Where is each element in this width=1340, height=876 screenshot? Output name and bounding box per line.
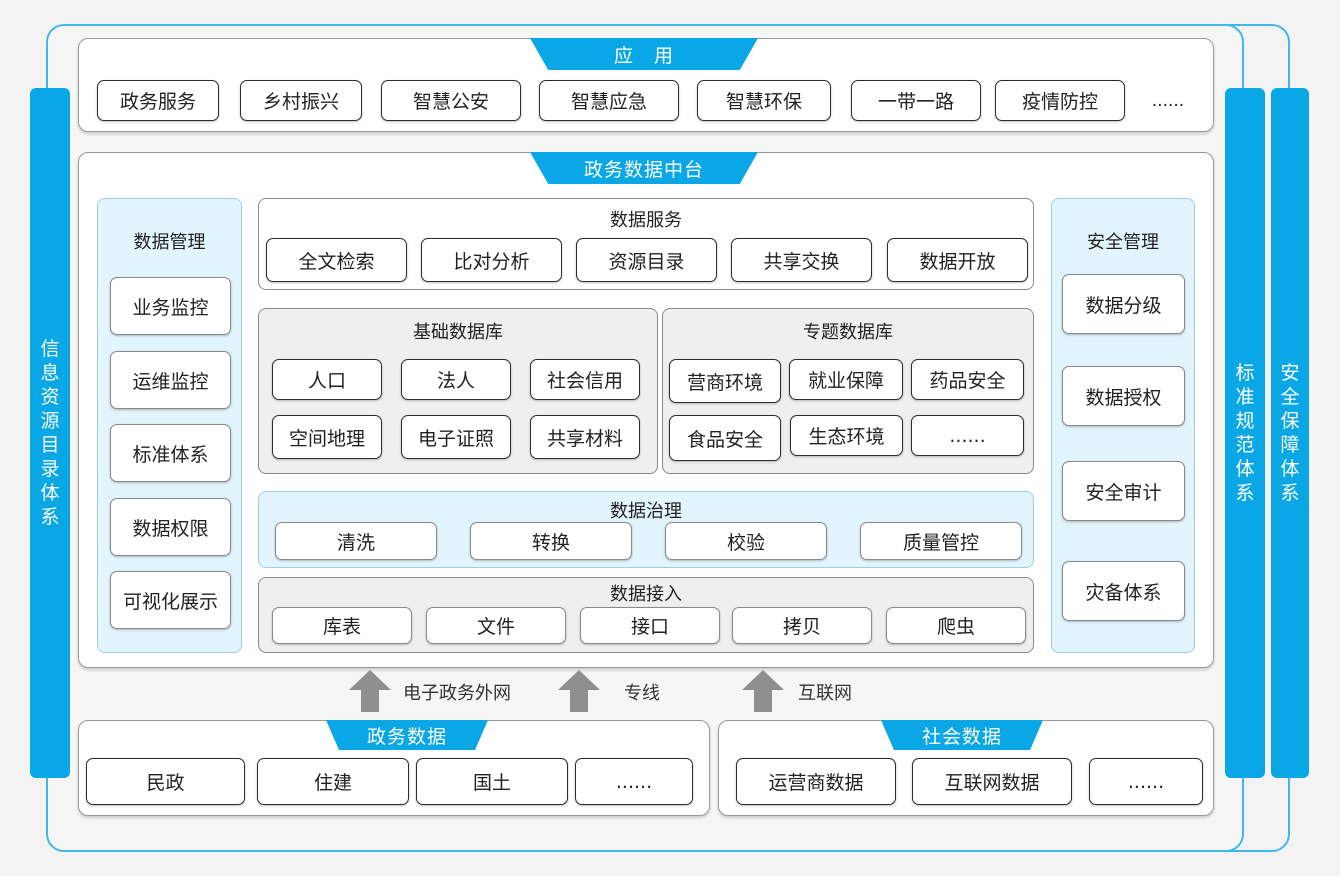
social-data-item[interactable]: 互联网数据 bbox=[912, 758, 1072, 805]
data-mgmt-item[interactable]: 运维监控 bbox=[110, 351, 231, 409]
left-bar-label: 信息资源目录体系 bbox=[40, 338, 60, 528]
data-mgmt-item[interactable]: 数据权限 bbox=[110, 498, 231, 556]
ingest-item[interactable]: 文件 bbox=[426, 607, 566, 644]
platform-title: 政务数据中台 bbox=[583, 158, 704, 181]
governance-item[interactable]: 转换 bbox=[470, 522, 632, 560]
ingest-item[interactable]: 库表 bbox=[272, 607, 412, 644]
security-item[interactable]: 安全审计 bbox=[1062, 461, 1185, 521]
app-item[interactable]: 智慧公安 bbox=[381, 80, 521, 121]
data-service-item[interactable]: 共享交换 bbox=[731, 238, 872, 282]
standards-system-bar: 标准规范体系 bbox=[1225, 88, 1265, 778]
social-data-title: 社会数据 bbox=[921, 725, 1002, 748]
apps-title: 应 用 bbox=[613, 44, 674, 67]
base-db-item[interactable]: 社会信用 bbox=[530, 359, 640, 400]
apps-tab: 应 用 bbox=[530, 38, 758, 70]
social-data-item[interactable]: ...... bbox=[1089, 758, 1203, 805]
topic-db-item[interactable]: ...... bbox=[911, 415, 1024, 456]
gov-data-item[interactable]: ...... bbox=[575, 758, 693, 805]
gov-data-item[interactable]: 国土 bbox=[416, 758, 568, 805]
app-item[interactable]: 政务服务 bbox=[97, 80, 219, 121]
ingest-item[interactable]: 接口 bbox=[580, 607, 720, 644]
security-item[interactable]: 数据授权 bbox=[1062, 366, 1185, 426]
app-item[interactable]: 疫情防控 bbox=[995, 80, 1125, 121]
gov-data-item[interactable]: 住建 bbox=[257, 758, 409, 805]
up-arrow-icon bbox=[558, 670, 600, 712]
data-mgmt-title: 数据管理 bbox=[133, 232, 206, 253]
platform-tab: 政务数据中台 bbox=[530, 152, 758, 184]
data-service-item[interactable]: 全文检索 bbox=[266, 238, 407, 282]
base-db-item[interactable]: 法人 bbox=[401, 359, 511, 400]
social-data-item[interactable]: 运营商数据 bbox=[736, 758, 896, 805]
topic-db-item[interactable]: 就业保障 bbox=[789, 359, 903, 400]
channel-label: 专线 bbox=[624, 683, 660, 704]
data-mgmt-item[interactable]: 业务监控 bbox=[110, 277, 231, 335]
security-item[interactable]: 数据分级 bbox=[1062, 274, 1185, 334]
security-item[interactable]: 灾备体系 bbox=[1062, 561, 1185, 621]
ingest-title: 数据接入 bbox=[610, 584, 682, 605]
topic-db-item[interactable]: 药品安全 bbox=[911, 359, 1024, 400]
base-db-item[interactable]: 人口 bbox=[272, 359, 382, 400]
data-service-item[interactable]: 资源目录 bbox=[576, 238, 717, 282]
base-db-item[interactable]: 电子证照 bbox=[401, 415, 511, 459]
right-bar-2-label: 安全保障体系 bbox=[1280, 362, 1300, 504]
base-db-title: 基础数据库 bbox=[413, 322, 503, 343]
data-mgmt-item[interactable]: 可视化展示 bbox=[110, 571, 231, 629]
right-bar-1-label: 标准规范体系 bbox=[1235, 362, 1255, 504]
topic-db-title: 专题数据库 bbox=[803, 322, 893, 343]
security-mgmt-title: 安全管理 bbox=[1087, 232, 1159, 253]
data-service-item[interactable]: 数据开放 bbox=[887, 238, 1028, 282]
ingest-item[interactable]: 拷贝 bbox=[732, 607, 872, 644]
governance-item[interactable]: 校验 bbox=[665, 522, 827, 560]
governance-item[interactable]: 质量管控 bbox=[860, 522, 1022, 560]
social-data-tab: 社会数据 bbox=[881, 720, 1043, 750]
info-resource-catalog-bar: 信息资源目录体系 bbox=[30, 88, 70, 778]
governance-title: 数据治理 bbox=[610, 501, 682, 522]
gov-data-title: 政务数据 bbox=[366, 725, 447, 748]
base-db-item[interactable]: 共享材料 bbox=[530, 415, 640, 459]
ingest-item[interactable]: 爬虫 bbox=[886, 607, 1026, 644]
data-mgmt-item[interactable]: 标准体系 bbox=[110, 424, 231, 482]
data-service-item[interactable]: 比对分析 bbox=[421, 238, 562, 282]
up-arrow-icon bbox=[742, 670, 784, 712]
app-item[interactable]: 智慧应急 bbox=[539, 80, 679, 121]
base-db-item[interactable]: 空间地理 bbox=[272, 415, 382, 459]
gov-data-item[interactable]: 民政 bbox=[86, 758, 245, 805]
governance-item[interactable]: 清洗 bbox=[275, 522, 437, 560]
app-more: ...... bbox=[1151, 90, 1185, 111]
topic-db-item[interactable]: 食品安全 bbox=[669, 415, 781, 461]
app-item[interactable]: 智慧环保 bbox=[697, 80, 831, 121]
topic-db-item[interactable]: 营商环境 bbox=[669, 359, 781, 403]
up-arrow-icon bbox=[349, 670, 391, 712]
channel-label: 互联网 bbox=[798, 683, 852, 704]
security-system-bar: 安全保障体系 bbox=[1271, 88, 1309, 778]
app-item[interactable]: 乡村振兴 bbox=[240, 80, 362, 121]
gov-data-tab: 政务数据 bbox=[326, 720, 488, 750]
channel-label: 电子政务外网 bbox=[403, 683, 511, 704]
topic-db-item[interactable]: 生态环境 bbox=[790, 415, 903, 456]
app-item[interactable]: 一带一路 bbox=[851, 80, 981, 121]
data-service-title: 数据服务 bbox=[610, 210, 682, 231]
